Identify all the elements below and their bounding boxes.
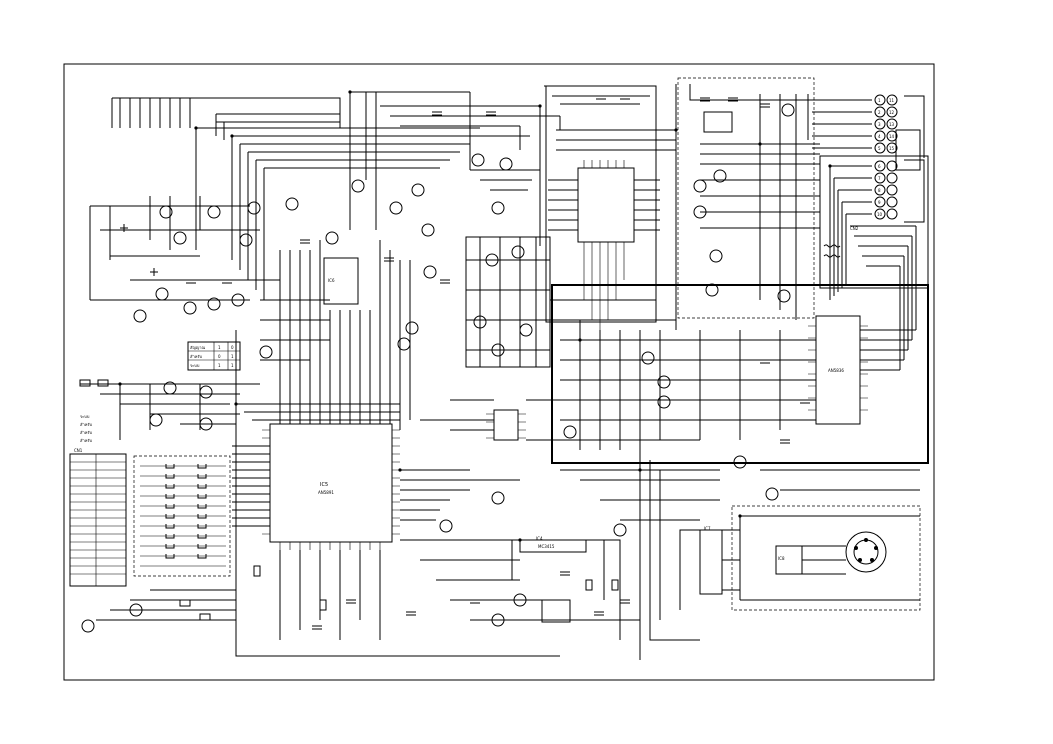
option-notes: ระบบ สำหรับ สำหรับ สำหรับ [80,414,92,443]
svg-text:9: 9 [878,200,881,205]
main-ic-part: AN5891 [318,490,334,495]
svg-text:3: 3 [878,122,881,127]
power-ic: MC3415 [519,539,587,553]
svg-text:1: 1 [231,354,234,359]
ic8-label: IC8 [778,556,785,561]
svg-text:14: 14 [889,134,895,139]
ic4-label: IC4 [536,536,543,541]
decoder-ic: IC6 [323,257,359,305]
left-connector: CN1 [69,448,127,587]
power-ic-label: MC3415 [538,544,555,549]
svg-text:5: 5 [878,146,881,151]
block-right-column [819,155,929,289]
svg-text:2: 2 [878,110,881,115]
terminal-column [874,94,925,223]
svg-text:10: 10 [877,212,883,217]
main-ic-label: IC5 [320,482,328,488]
svg-text:1: 1 [231,363,234,368]
decoder-ic-label: IC6 [328,278,335,283]
wiring [80,84,920,660]
drawing-frame [63,63,935,681]
svg-text:0: 0 [218,354,221,359]
block-right-dashed [677,77,815,319]
main-ic: IC5 AN5891 [269,423,393,543]
svg-text:สำหรับ: สำหรับ [80,438,92,443]
svg-text:สัญญาณ: สัญญาณ [190,345,206,350]
table-text: สัญญาณ 1 0 สำหรับ 0 1 ระบบ 1 1 [190,345,234,368]
svg-text:4: 4 [878,134,881,139]
resistor-network [133,455,231,577]
block-center-decoder [465,236,551,368]
conn-right-label: CN2 [850,226,859,231]
svg-text:7: 7 [878,176,881,181]
ic-small-6 [541,599,571,623]
svg-text:12: 12 [889,110,895,115]
svg-text:1: 1 [218,345,221,350]
svg-text:8: 8 [878,188,881,193]
terminal-numbers: 1 2 3 4 5 6 7 8 9 10 11 12 13 14 15 [877,98,895,217]
ic-small-2 [577,167,635,243]
right-ic: AN5836 [815,315,861,425]
svg-text:11: 11 [889,98,895,103]
ic-small-3 [703,111,733,133]
svg-text:1: 1 [878,98,881,103]
ic-small-4 [775,545,803,575]
option-table [187,341,241,371]
svg-text:1: 1 [218,363,221,368]
bold-block-right [551,284,929,464]
transistors [81,103,795,633]
svg-text:สำหรับ: สำหรับ [190,354,202,359]
svg-text:15: 15 [889,146,895,151]
svg-text:สำหรับ: สำหรับ [80,430,92,435]
round-connector [845,531,887,573]
svg-text:ระบบ: ระบบ [190,363,200,368]
ic7-label: IC7 [704,526,711,531]
svg-text:13: 13 [889,122,895,127]
svg-text:6: 6 [878,164,881,169]
block-bottom-right-dashed [731,505,921,611]
ic-small-5 [699,529,723,595]
passive-components [79,95,841,630]
svg-text:CN1: CN1 [74,448,83,453]
svg-text:0: 0 [231,345,234,350]
right-ic-label: AN5836 [828,368,844,373]
ic-small-1 [493,409,519,441]
svg-text:ระบบ: ระบบ [80,414,90,419]
svg-text:สำหรับ: สำหรับ [80,422,92,427]
